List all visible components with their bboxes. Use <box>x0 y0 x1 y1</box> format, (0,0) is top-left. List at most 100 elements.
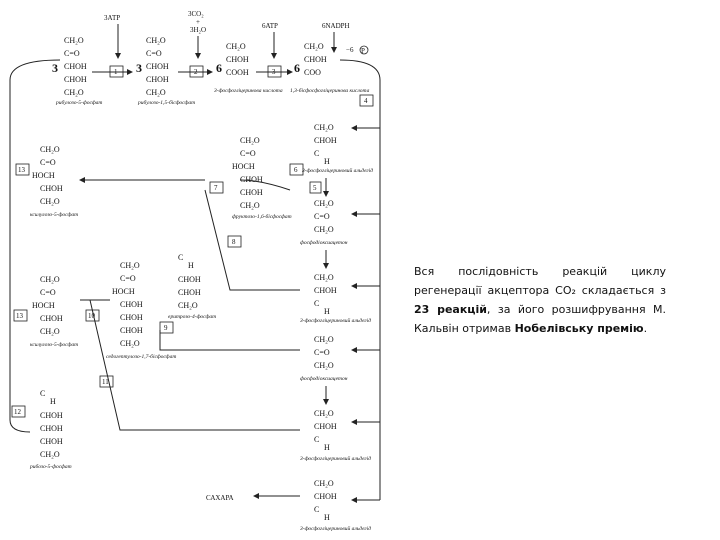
formula-group: HOCH <box>32 301 55 310</box>
formula-group: CH₂O <box>146 36 166 45</box>
co2-reagent-label: 3CO₂ <box>188 10 204 18</box>
step-number-5: 5 <box>313 184 317 192</box>
formula-group: CH₂O <box>314 199 334 208</box>
dihydroxyacetone-phosphate-molecule-b: CH₂O C=O CH₂O фосфодіоксиацетон <box>300 335 348 382</box>
main-right-pathway <box>339 59 381 500</box>
step-number-6: 6 <box>294 166 298 174</box>
formula-group: H <box>50 397 56 406</box>
reaction-count: 23 реакцій <box>414 303 487 316</box>
sugar-label: САХАРА <box>206 494 234 502</box>
formula-group: C=O <box>64 49 80 58</box>
dihydroxyacetone-caption-b: фосфодіоксиацетон <box>300 375 348 382</box>
formula-group: CHOH <box>304 55 327 64</box>
bisphosphoglyceric-acid-caption: 1,3-бісфосфогліцеринова кислота <box>290 87 370 94</box>
step-box-9 <box>159 321 174 334</box>
coefficient: 3 <box>52 61 58 75</box>
formula-group: C=O <box>146 49 162 58</box>
formula-group: CH₂O <box>120 261 140 270</box>
formula-group: C <box>314 435 319 444</box>
formula-group: CHOH <box>120 313 143 322</box>
formula-group: CHOH <box>146 62 169 71</box>
step-box-5 <box>309 181 322 194</box>
formula-group: CHOH <box>314 136 337 145</box>
glyceraldehyde-phosphate-caption: 3-фосфогліцериновий альдегід <box>301 167 373 174</box>
dihydroxyacetone-phosphate-molecule: CH₂O C=O CH₂O фосфодіоксиацетон <box>300 199 348 246</box>
water-reagent-label: 3H₂O <box>190 26 206 34</box>
formula-group: C=O <box>120 274 136 283</box>
formula-group: CH₂O <box>40 145 60 154</box>
nadph-reagent-label: 6NADPH <box>322 22 350 30</box>
formula-group: CH₂O <box>240 136 260 145</box>
formula-group: COOH <box>226 68 249 77</box>
formula-group: C=O <box>240 149 256 158</box>
formula-group: HOCH <box>32 171 55 180</box>
step-box-8 <box>227 235 242 248</box>
formula-group: CHOH <box>146 75 169 84</box>
phosphate-symbol: P <box>361 47 365 55</box>
formula-group: CH₂O <box>40 450 60 459</box>
glyceraldehyde-phosphate-molecule-b: CH₂O CHOH C H 3-фосфогліцериновий альдег… <box>299 273 371 324</box>
coefficient: 6 <box>294 61 300 75</box>
formula-group: H <box>324 443 330 452</box>
formula-group: CHOH <box>64 62 87 71</box>
step-box-13 <box>15 163 30 176</box>
formula-group: CHOH <box>40 184 63 193</box>
formula-group: H <box>188 261 194 270</box>
formula-group: CH₂O <box>120 339 140 348</box>
formula-group: CHOH <box>40 314 63 323</box>
transketolase-path <box>204 189 300 291</box>
fructose-bisphosphate-caption: фруктозо-1,6-бісфосфат <box>232 213 292 220</box>
glyceraldehyde-phosphate-molecule-c: CH₂O CHOH C H 3-фосфогліцериновий альдег… <box>299 409 371 462</box>
formula-group: CH₂O <box>314 479 334 488</box>
atp-reagent-label: 3АТР <box>104 14 120 22</box>
formula-group: H <box>324 513 330 522</box>
formula-group: HOCH <box>232 162 255 171</box>
formula-group: C <box>314 149 319 158</box>
formula-group: C=O <box>40 158 56 167</box>
formula-group: CHOH <box>64 75 87 84</box>
ribulose-bisphosphate-molecule: 3 CH₂O C=O CHOH CHOH CH₂O рибулозо-1,5-б… <box>136 36 195 106</box>
formula-group: C <box>314 299 319 308</box>
phosphoglyceric-acid-molecule: 6 CH₂O CHOH COOH 3-фосфогліцеринова кисл… <box>213 42 283 94</box>
formula-group: H <box>324 157 330 166</box>
formula-group: CH₂O <box>304 42 324 51</box>
formula-group: CHOH <box>120 300 143 309</box>
formula-group: CHOH <box>314 492 337 501</box>
formula-group: COO <box>304 68 321 77</box>
formula-group: C <box>314 505 319 514</box>
phosphoglyceric-acid-caption: 3-фосфогліцеринова кислота <box>213 87 283 94</box>
bisphosphoglyceric-acid-molecule: 6 CH₂O CHOH COO 1,3-бісфосфогліцеринова … <box>290 42 370 94</box>
description-intro: Вся послідовність реакцій циклу регенера… <box>414 265 666 297</box>
glyceraldehyde-caption-d: 3-фосфогліцериновий альдегід <box>299 525 371 532</box>
formula-group: CH₂O <box>40 197 60 206</box>
calvin-cycle-diagram: 3АТР 3CO₂ + 3H₂O 6ATP 6NADPH 3 CH₂O C=O … <box>9 10 381 532</box>
formula-group: H <box>324 307 330 316</box>
formula-group: HOCH <box>112 287 135 296</box>
phosphate-release-label: −6 <box>346 46 354 54</box>
xylulose-phosphate-molecule-b: CH₂O C=O HOCH CHOH CH₂O ксилулозо-5-фосф… <box>30 275 78 348</box>
formula-group: CH₂O <box>314 123 334 132</box>
step-number-4: 4 <box>364 97 368 105</box>
formula-group: CH₂O <box>226 42 246 51</box>
coefficient: 3 <box>136 61 142 75</box>
formula-group: CH₂O <box>64 88 84 97</box>
formula-group: CHOH <box>314 286 337 295</box>
glyceraldehyde-phosphate-molecule: CH₂O CHOH C H 3-фосфогліцериновий альдег… <box>301 123 373 174</box>
formula-group: CHOH <box>40 424 63 433</box>
formula-group: C=O <box>314 348 330 357</box>
formula-group: CHOH <box>314 422 337 431</box>
formula-group: CHOH <box>40 411 63 420</box>
ribulose-phosphate-molecule: 3 CH₂O C=O CHOH CHOH CH₂O рибулозо-5-фос… <box>52 36 102 106</box>
formula-group: CHOH <box>240 188 263 197</box>
formula-group: CHOH <box>178 288 201 297</box>
aldolase-2-path <box>159 330 300 351</box>
sedoheptulose-caption: седогептулозо-1,7-бісфосфат <box>106 353 176 360</box>
fructose-bisphosphate-molecule: CH₂O C=O HOCH CHOH CHOH CH₂O фруктозо-1,… <box>232 136 292 220</box>
xylulose-phosphate-molecule-a: CH₂O C=O HOCH CHOH CH₂O ксилулозо-5-фосф… <box>30 145 78 218</box>
coefficient: 6 <box>216 61 222 75</box>
step-number-7: 7 <box>214 184 218 192</box>
step-number-8: 8 <box>232 238 236 246</box>
description-middle: , за його розшифрування М. Кальвін отрим… <box>414 303 666 335</box>
formula-group: C=O <box>314 212 330 221</box>
formula-group: CH₂O <box>314 273 334 282</box>
